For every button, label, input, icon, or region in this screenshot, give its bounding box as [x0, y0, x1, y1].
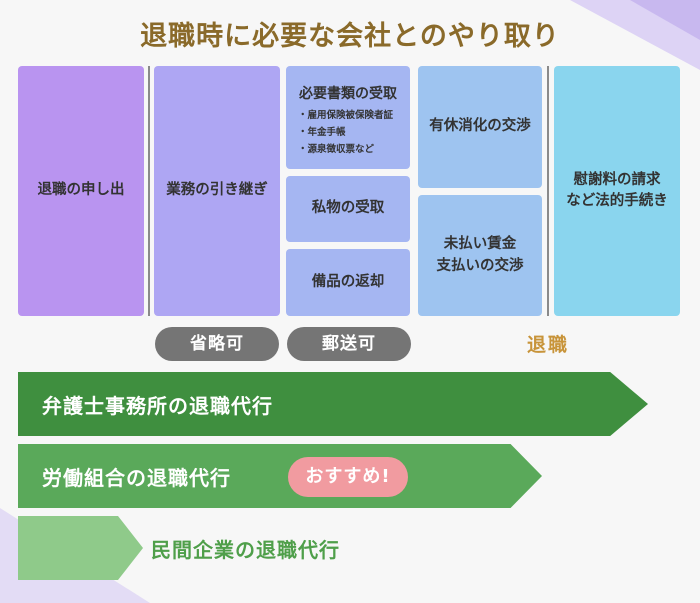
lawyer-service-arrow: 弁護士事務所の退職代行	[18, 372, 648, 436]
documents-list-item: 年金手帳	[298, 125, 393, 142]
documents-list-item: 雇用保険被保険者証	[298, 108, 394, 125]
step-handover: 業務の引き継ぎ	[154, 66, 280, 316]
step-equipment-label: 備品の返却	[311, 273, 385, 290]
step-damages: 慰謝料の請求 など法的手続き	[554, 66, 680, 316]
omit-pill: 省略可	[155, 327, 279, 361]
step-belongings-label: 私物の受取	[311, 200, 385, 217]
step-resign: 退職の申し出	[18, 66, 144, 316]
step-documents: 必要書類の受取 雇用保険被保険者証 年金手帳 源泉徴収票など	[286, 66, 410, 169]
private-service-arrow	[18, 516, 143, 580]
step-equipment: 備品の返却	[286, 249, 410, 316]
lawyer-service-label: 弁護士事務所の退職代行	[42, 393, 273, 418]
step-unpaid-wages-line2: 支払いの交渉	[436, 257, 524, 274]
step-unpaid-wages: 未払い賃金 支払いの交渉	[418, 195, 542, 316]
union-service-label: 労働組合の退職代行	[42, 465, 231, 490]
step-belongings: 私物の受取	[286, 176, 410, 242]
divider	[148, 66, 150, 316]
step-unpaid-wages-line1: 未払い賃金	[443, 236, 517, 253]
step-resign-label: 退職の申し出	[37, 182, 125, 199]
recommend-badge: おすすめ!	[288, 457, 408, 497]
documents-list-item: 源泉徴収票など	[298, 142, 393, 159]
step-paid-leave: 有休消化の交渉	[418, 66, 542, 188]
diagram-title: 退職時に必要な会社とのやり取り	[140, 21, 560, 52]
step-documents-label: 必要書類の受取	[299, 86, 397, 102]
mail-pill: 郵送可	[287, 327, 411, 361]
step-paid-leave-label: 有休消化の交渉	[429, 118, 531, 135]
retire-label: 退職	[527, 334, 570, 356]
documents-list: 雇用保険被保険者証 年金手帳 源泉徴収票など	[286, 108, 394, 159]
corner-decoration	[630, 0, 700, 40]
step-handover-label: 業務の引き継ぎ	[166, 182, 268, 199]
private-service-label: 民間企業の退職代行	[151, 538, 340, 562]
step-damages-line2: など法的手続き	[566, 193, 668, 209]
union-service-arrow: 労働組合の退職代行	[18, 444, 542, 508]
step-damages-line1: 慰謝料の請求	[573, 171, 661, 188]
divider	[547, 66, 549, 316]
